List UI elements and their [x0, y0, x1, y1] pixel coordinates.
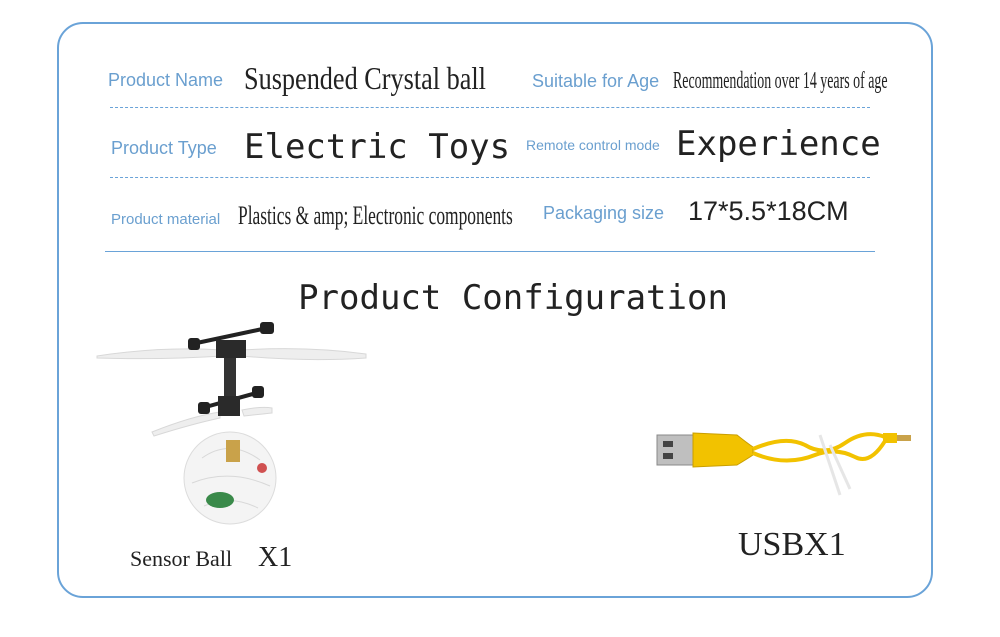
label-suitable-age: Suitable for Age [532, 71, 660, 91]
value-suitable-age: Recommendation over 14 years of age [673, 68, 888, 94]
usb-caption: USBX1 [738, 526, 846, 563]
content-frame [57, 22, 933, 598]
section-title: Product Configuration [298, 278, 728, 318]
divider [110, 107, 870, 108]
label-product-material: Product material [111, 211, 221, 228]
label-remote-control: Remote control mode [526, 137, 660, 153]
label-product-name: Product Name [108, 70, 224, 90]
label-packaging-size: Packaging size [543, 203, 665, 223]
sensor-ball-caption: Sensor Ball [130, 546, 233, 571]
value-packaging-size: 17*5.5*18CM [688, 196, 849, 226]
divider-solid [105, 251, 875, 252]
label-product-type: Product Type [111, 138, 217, 158]
value-product-material: Plastics & amp; Electronic components [238, 201, 513, 230]
sensor-ball-qty: X1 [258, 542, 293, 573]
sensor-ball-image [96, 322, 367, 525]
value-product-type-text: Electric Toys [244, 127, 511, 167]
value-product-name: Suspended Crystal ball [244, 60, 486, 96]
divider [110, 177, 870, 178]
value-remote-control: Experience [676, 124, 881, 164]
usb-cable-image [656, 432, 911, 496]
